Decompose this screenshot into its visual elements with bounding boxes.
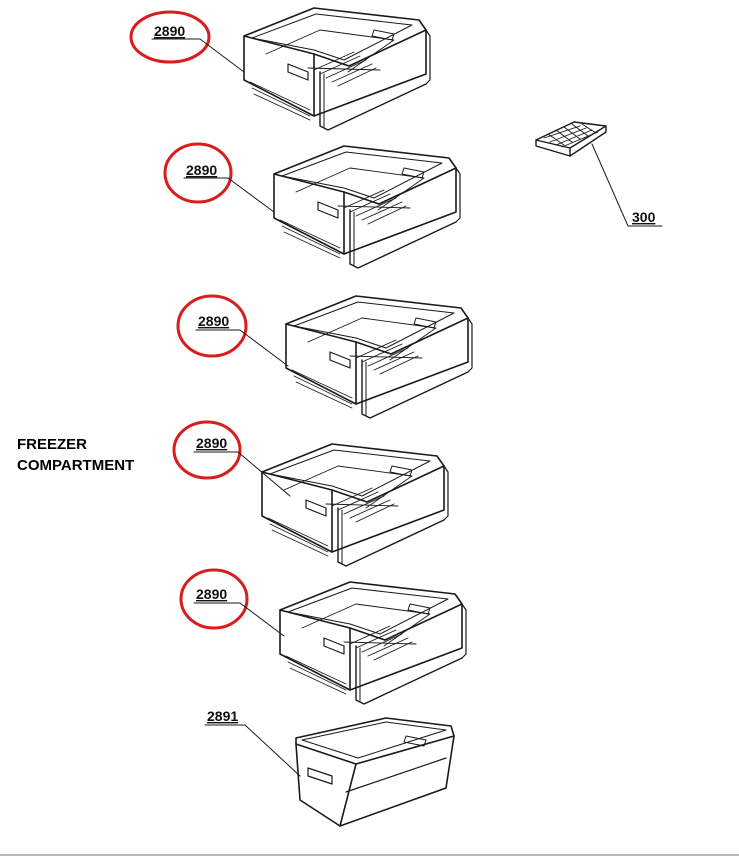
drawer-3	[285, 295, 473, 419]
part-label-4: 2890	[196, 435, 227, 451]
highlight-circle-4	[172, 420, 242, 480]
drawer-2	[273, 145, 461, 269]
part-label-3: 2890	[198, 313, 229, 329]
part-label-5: 2890	[196, 586, 227, 602]
leader-line-1	[151, 38, 245, 73]
drawer-4	[261, 443, 449, 567]
leader-line-4	[193, 451, 291, 497]
leader-line-6	[204, 724, 301, 777]
ice-tray	[535, 121, 607, 157]
highlight-circle-1	[129, 10, 211, 64]
highlight-circle-3	[176, 294, 248, 358]
part-label-7: 300	[632, 209, 656, 225]
highlight-circle-5	[179, 568, 249, 630]
highlight-circle-2	[163, 142, 233, 204]
drawer-5	[279, 581, 467, 705]
title-line-2: COMPARTMENT	[17, 457, 134, 474]
part-label-1: 2890	[154, 23, 185, 39]
leader-line-2	[183, 177, 275, 213]
leader-line-5	[193, 602, 285, 637]
drawer-1	[243, 7, 431, 131]
bottom-drawer	[295, 717, 455, 827]
leader-line-3	[195, 329, 289, 367]
part-label-6: 2891	[207, 708, 238, 724]
part-label-2: 2890	[186, 162, 217, 178]
title-line-1: FREEZER	[17, 436, 87, 453]
leader-line-7	[591, 143, 663, 227]
